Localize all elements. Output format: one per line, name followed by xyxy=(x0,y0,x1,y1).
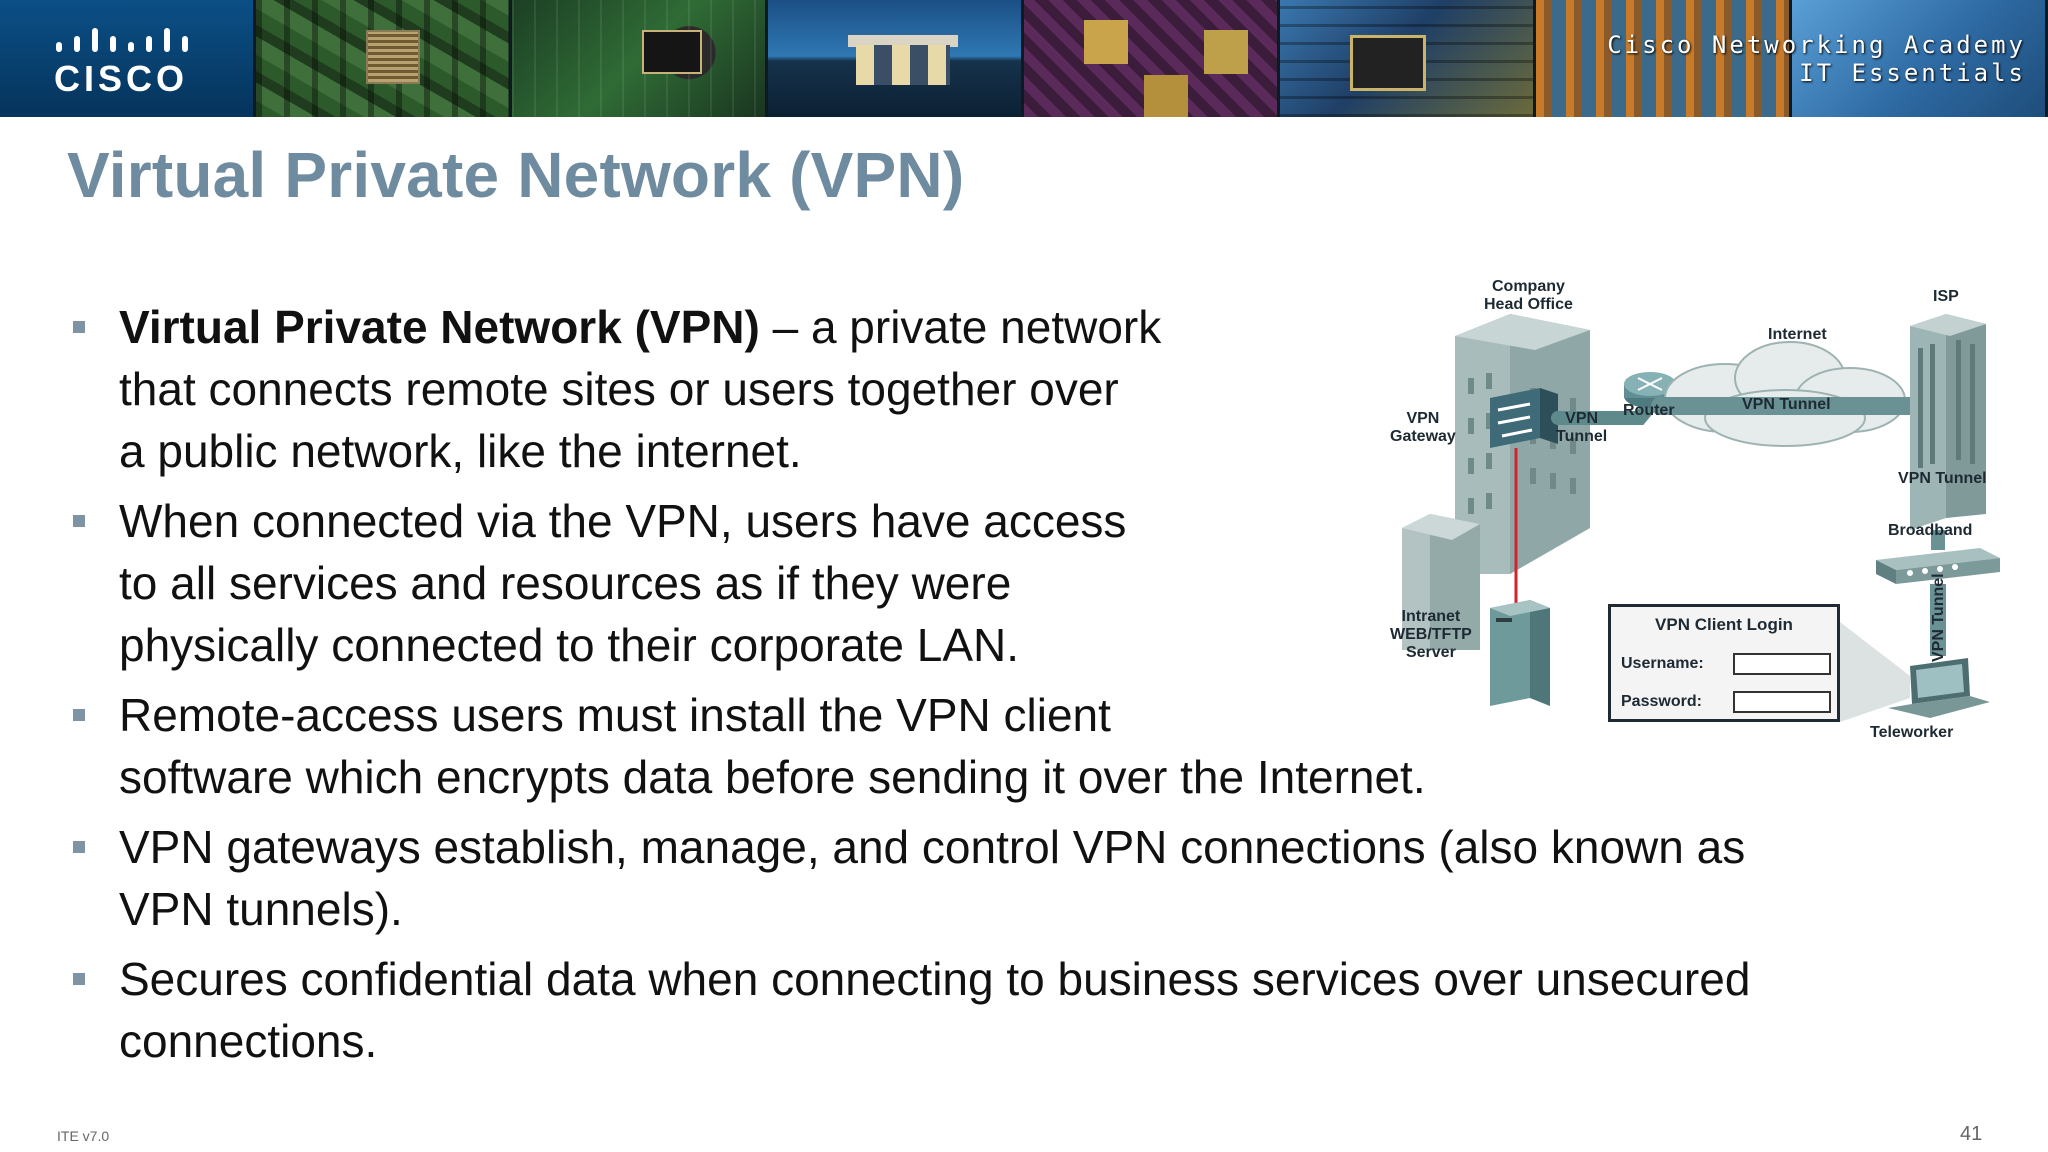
vpn-diagram-graphic xyxy=(1402,314,2000,722)
label-intranet-server: Intranet WEB/TFTP Server xyxy=(1390,608,1472,662)
bullet-marker-icon xyxy=(73,515,85,527)
label-isp: ISP xyxy=(1933,288,1959,305)
label-gateway: Gateway xyxy=(1390,428,1456,445)
vpn-gateway-icon xyxy=(1490,388,1558,448)
cisco-wordmark: CISCO xyxy=(54,58,189,99)
label-vpn-tunnel-vertical: VPN Tunnel xyxy=(1930,573,1947,662)
label-vpn-tunnel-cloud: VPN Tunnel xyxy=(1742,396,1831,413)
banner-photo-ite xyxy=(1792,0,2045,117)
username-label: Username: xyxy=(1621,655,1704,672)
server-icon xyxy=(1490,600,1550,706)
broadband-modem-icon xyxy=(1876,548,2000,584)
cisco-logo: CISCO xyxy=(0,0,253,117)
label-company: Company xyxy=(1492,278,1565,295)
login-box-title: VPN Client Login xyxy=(1655,615,1793,634)
branch-building-icon xyxy=(1402,514,1480,650)
banner-photo-cpu xyxy=(1024,0,1277,117)
banner-photo-academy xyxy=(1536,0,1789,117)
header-banner: CISCO Cisco Networking Academy IT Essent… xyxy=(0,0,2048,117)
bullet-item: VPN gateways establish, manage, and cont… xyxy=(70,816,1970,940)
bullet-line: VPN gateways establish, manage, and cont… xyxy=(119,821,1746,873)
banner-photo-city xyxy=(768,0,1021,117)
bullet-line: Virtual Private Network (VPN) – a privat… xyxy=(119,296,1970,358)
bullet-list: Virtual Private Network (VPN) – a privat… xyxy=(70,296,1970,1080)
bullet-line: VPN tunnels). xyxy=(119,883,403,935)
label-intranet: Intranet xyxy=(1401,608,1461,625)
label-vpn-tunnel-right: VPN Tunnel xyxy=(1898,470,1987,487)
label-teleworker: Teleworker xyxy=(1870,724,1954,741)
cisco-bars-icon xyxy=(56,28,188,52)
label-vpn: VPN xyxy=(1406,410,1440,427)
label-company-head-office: Company Head Office xyxy=(1484,278,1573,314)
bullet-line: software which encrypts data before send… xyxy=(119,751,1426,803)
label-tunnel: Tunnel xyxy=(1556,428,1608,445)
label-head-office: Head Office xyxy=(1484,296,1573,313)
bullet-item: Remote-access users must install the VPN… xyxy=(70,684,1970,808)
label-router: Router xyxy=(1623,402,1675,419)
banner-course-title: Cisco Networking Academy IT Essentials xyxy=(1538,0,2048,117)
label-broadband: Broadband xyxy=(1888,522,1973,539)
slide-number: 41 xyxy=(1960,1123,1983,1145)
vpn-diagram: Company Head Office ISP Internet Router … xyxy=(1390,278,2002,750)
bullet-item: When connected via the VPN, users have a… xyxy=(70,490,1970,676)
bullet-line: Remote-access users must install the VPN… xyxy=(119,689,1111,741)
bullet-item: Secures confidential data when connectin… xyxy=(70,948,1970,1072)
footer-version: ITE v7.0 xyxy=(57,1128,110,1144)
slide-title: Virtual Private Network (VPN) xyxy=(67,139,965,211)
bullet-marker-icon xyxy=(73,973,85,985)
banner-photo-ram xyxy=(256,0,509,117)
bullet-line: physically connected to their corporate … xyxy=(119,619,1020,671)
bullet-term: Virtual Private Network (VPN) xyxy=(119,301,760,353)
bullet-text: – a private network xyxy=(759,301,1162,353)
isp-building-icon xyxy=(1910,314,1986,530)
password-field xyxy=(1733,691,1831,713)
banner-course-line: IT Essentials xyxy=(1799,58,2026,87)
bullet-line: When connected via the VPN, users have a… xyxy=(119,495,1127,547)
bullet-line: that connects remote sites or users toge… xyxy=(119,363,1119,415)
internet-cloud-icon xyxy=(1664,341,1906,447)
bullet-marker-icon xyxy=(73,709,85,721)
bullet-line: Secures confidential data when connectin… xyxy=(119,953,1751,1005)
banner-photo-circuit xyxy=(512,0,765,117)
company-building-icon xyxy=(1455,314,1590,574)
bullet-marker-icon xyxy=(73,841,85,853)
bullet-line: a public network, like the internet. xyxy=(119,425,802,477)
laptop-icon xyxy=(1888,658,1990,718)
vpn-client-login-box: VPN Client Login Username: Password: xyxy=(1608,604,1840,722)
label-vpn-gateway: VPN Gateway xyxy=(1390,410,1456,446)
label-server: Server xyxy=(1405,644,1456,661)
bullet-line: to all services and resources as if they… xyxy=(119,557,1012,609)
label-web-tftp: WEB/TFTP xyxy=(1390,626,1472,643)
bullet-item: Virtual Private Network (VPN) – a privat… xyxy=(70,296,1970,482)
label-vpn-tunnel-left: VPN Tunnel xyxy=(1556,410,1607,446)
label-vpn: VPN xyxy=(1565,410,1599,427)
username-field xyxy=(1733,653,1831,675)
bullet-marker-icon xyxy=(73,321,85,333)
bullet-line: connections. xyxy=(119,1015,378,1067)
banner-academy-line: Cisco Networking Academy xyxy=(1607,30,2026,59)
banner-photo-motherboard xyxy=(1280,0,1533,117)
label-internet: Internet xyxy=(1768,326,1827,343)
banner-logo-tile: CISCO xyxy=(0,0,253,117)
password-label: Password: xyxy=(1621,693,1702,710)
